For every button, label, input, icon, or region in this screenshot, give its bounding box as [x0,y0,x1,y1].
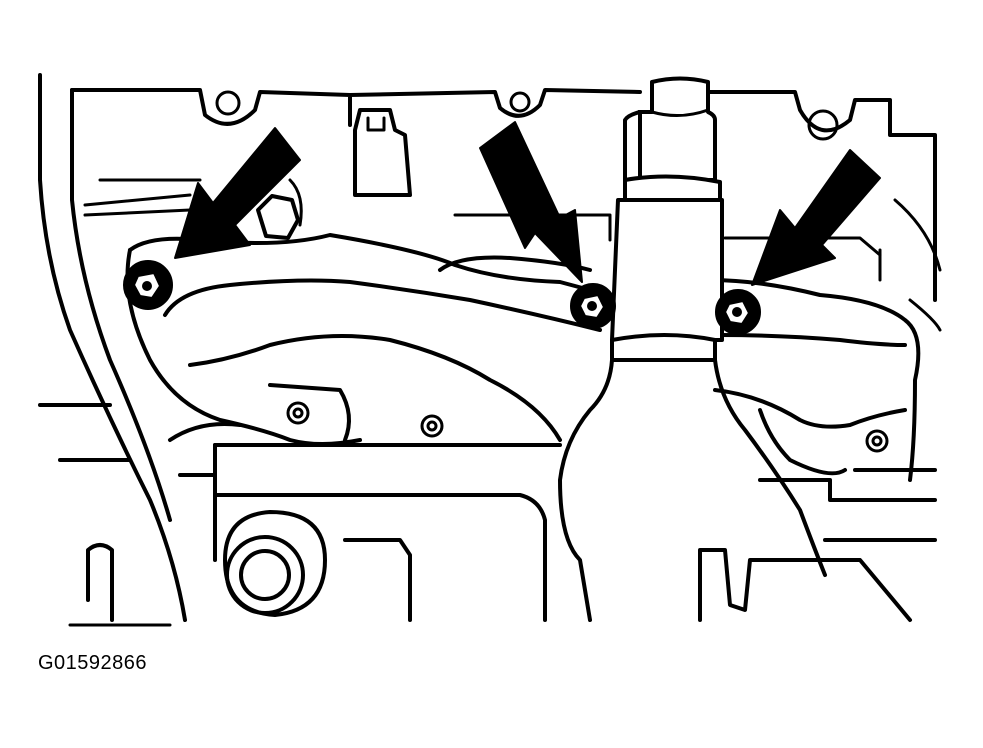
center-shaft [558,76,827,622]
bolt-center [570,283,616,329]
pulley-boss [223,510,327,617]
arrow-pointer-left [174,127,301,259]
engine-component-diagram [38,73,942,627]
arrow-pointer-center [479,121,583,283]
hex-nut-upper [256,178,303,240]
bolt-left [123,260,173,310]
figure-code-label: G01592866 [38,652,148,674]
bolt-right [715,289,761,335]
arrow-pointer-right [751,149,881,286]
engine-block-outline [38,73,942,627]
